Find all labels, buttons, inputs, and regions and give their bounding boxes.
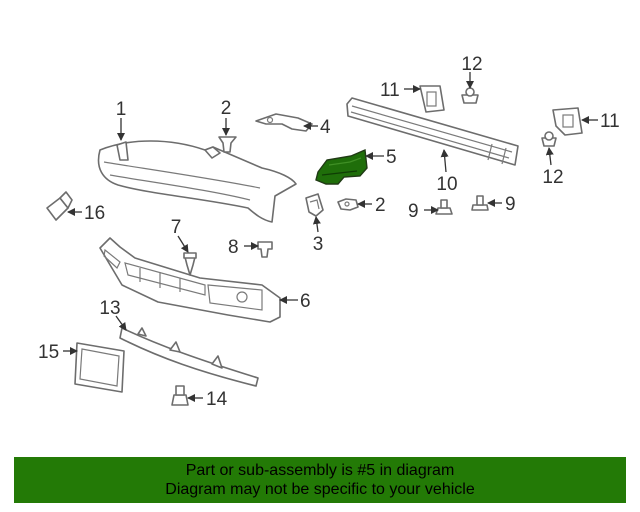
callout-5: 5 (386, 147, 397, 168)
callout-14: 14 (206, 389, 228, 410)
callout-2-lower: 2 (375, 195, 386, 216)
bumper-cover-part-1[interactable] (97, 140, 297, 223)
callout-7: 7 (171, 217, 182, 238)
callout-1: 1 (116, 99, 127, 120)
bolt-part-12-lower[interactable] (541, 131, 557, 147)
bolt-part-12-upper[interactable] (461, 87, 479, 104)
mounting-bracket-part-11-right[interactable] (552, 107, 583, 136)
retainer-part-7[interactable] (183, 252, 197, 276)
bracket-part-5-highlighted[interactable] (315, 148, 368, 185)
callout-9-right: 9 (505, 194, 516, 215)
license-plate-bracket-part-15[interactable] (74, 342, 125, 393)
bulb-socket-part-16[interactable] (46, 191, 73, 221)
push-pin-clip-part-2-lower[interactable] (337, 198, 359, 211)
callout-4: 4 (320, 117, 331, 138)
callout-10: 10 (436, 174, 457, 195)
info-banner: Part or sub-assembly is #5 in diagram Di… (14, 457, 626, 503)
bracket-part-4[interactable] (255, 113, 313, 132)
bracket-part-3[interactable] (305, 193, 324, 217)
callout-16: 16 (84, 203, 105, 224)
callout-6: 6 (300, 291, 311, 312)
callout-12-upper: 12 (461, 54, 482, 75)
callout-13: 13 (99, 298, 120, 319)
banner-line-part-number: Part or sub-assembly is #5 in diagram (185, 462, 455, 479)
callout-11-left: 11 (380, 80, 400, 101)
nut-part-9-left[interactable] (435, 199, 453, 215)
molding-part-13[interactable] (119, 327, 259, 387)
reinforcement-bar-part-10[interactable] (346, 97, 519, 166)
fastener-part-14[interactable] (171, 385, 189, 406)
push-pin-clip-part-2-upper[interactable] (218, 136, 237, 153)
banner-line-disclaimer: Diagram may not be specific to your vehi… (165, 481, 475, 498)
callout-15: 15 (38, 342, 59, 363)
callout-12-lower: 12 (542, 167, 563, 188)
callout-9-left: 9 (408, 201, 419, 222)
callout-2-upper: 2 (221, 98, 232, 119)
callout-11-right: 11 (600, 111, 620, 132)
callout-8: 8 (228, 237, 239, 258)
nut-part-9-right[interactable] (471, 195, 489, 211)
callout-3: 3 (313, 234, 324, 255)
mounting-bracket-part-11-left[interactable] (419, 85, 445, 113)
parts-diagram: 1 2 2 3 4 5 6 7 8 9 9 10 11 11 12 12 13 … (38, 54, 620, 410)
pin-part-8[interactable] (257, 241, 273, 258)
grille-part-6[interactable] (99, 237, 281, 323)
leader-lines (63, 72, 598, 402)
